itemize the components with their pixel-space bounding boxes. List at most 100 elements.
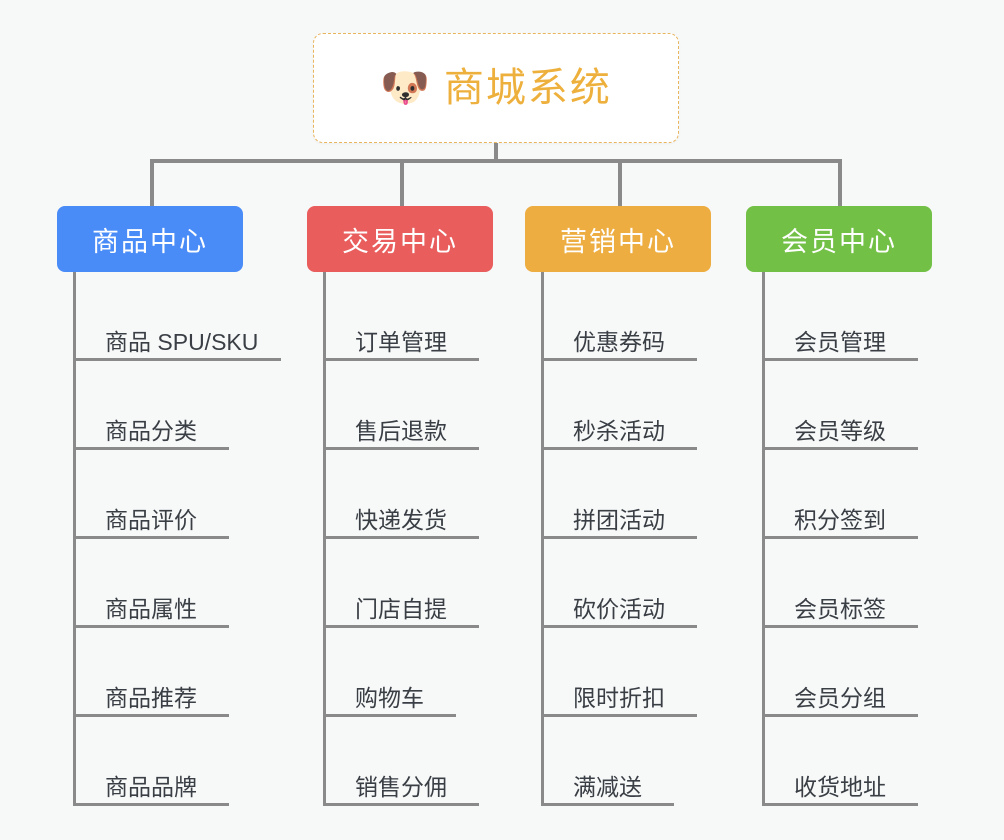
category-label: 商品中心 bbox=[92, 226, 208, 257]
leaf-item[interactable]: 会员分组 bbox=[762, 628, 932, 717]
leaf-underline bbox=[541, 625, 697, 628]
leaf-label: 砍价活动 bbox=[573, 595, 665, 622]
leaf-underline bbox=[73, 358, 281, 361]
leaf-underline bbox=[762, 358, 918, 361]
leaf-item[interactable]: 砍价活动 bbox=[541, 539, 711, 628]
leaf-item[interactable]: 商品品牌 bbox=[73, 717, 258, 806]
leaf-underline bbox=[541, 536, 697, 539]
leaf-label: 销售分佣 bbox=[355, 773, 447, 800]
leaf-item[interactable]: 会员标签 bbox=[762, 539, 932, 628]
leaf-underline bbox=[323, 714, 456, 717]
root-title: 商城系统 bbox=[443, 66, 612, 110]
leaf-label: 门店自提 bbox=[355, 595, 447, 622]
leaf-label: 快递发货 bbox=[355, 506, 447, 533]
leaf-underline bbox=[323, 447, 479, 450]
leaf-label: 会员等级 bbox=[794, 417, 886, 444]
leaf-underline bbox=[73, 625, 229, 628]
leaf-underline bbox=[762, 447, 918, 450]
leaf-item[interactable]: 商品推荐 bbox=[73, 628, 258, 717]
leaf-label: 售后退款 bbox=[355, 417, 447, 444]
leaf-item[interactable]: 快递发货 bbox=[323, 450, 493, 539]
leaf-tree-product-center: 商品 SPU/SKU 商品分类 商品评价 商品属性 商品推荐 商品品牌 bbox=[73, 272, 281, 806]
leaf-item[interactable]: 商品属性 bbox=[73, 539, 258, 628]
leaf-underline bbox=[323, 358, 479, 361]
leaf-item[interactable]: 售后退款 bbox=[323, 361, 493, 450]
leaf-item[interactable]: 限时折扣 bbox=[541, 628, 711, 717]
leaf-item[interactable]: 会员等级 bbox=[762, 361, 932, 450]
leaf-underline bbox=[73, 714, 229, 717]
leaf-underline bbox=[323, 536, 479, 539]
leaf-label: 拼团活动 bbox=[573, 506, 665, 533]
leaf-tree-marketing-center: 优惠券码 秒杀活动 拼团活动 砍价活动 限时折扣 满减送 bbox=[541, 272, 711, 806]
leaf-label: 商品 SPU/SKU bbox=[105, 328, 259, 355]
tree-spine bbox=[323, 272, 326, 806]
leaf-underline bbox=[762, 803, 918, 806]
leaf-item[interactable]: 门店自提 bbox=[323, 539, 493, 628]
leaf-item[interactable]: 商品 SPU/SKU bbox=[73, 272, 281, 361]
column-trade-center: 交易中心 订单管理 售后退款 快递发货 门店自提 购物车 bbox=[307, 206, 493, 806]
connector-drop-1 bbox=[400, 159, 404, 207]
column-member-center: 会员中心 会员管理 会员等级 积分签到 会员标签 会员分组 bbox=[746, 206, 932, 806]
connector-drop-0 bbox=[150, 159, 154, 207]
leaf-underline bbox=[762, 536, 918, 539]
leaf-label: 订单管理 bbox=[355, 328, 447, 355]
tree-spine bbox=[73, 272, 76, 806]
leaf-label: 购物车 bbox=[355, 684, 424, 711]
leaf-item[interactable]: 拼团活动 bbox=[541, 450, 711, 539]
category-label: 会员中心 bbox=[781, 226, 897, 257]
leaf-item[interactable]: 积分签到 bbox=[762, 450, 932, 539]
leaf-underline bbox=[73, 536, 229, 539]
leaf-label: 满减送 bbox=[573, 773, 642, 800]
leaf-tree-member-center: 会员管理 会员等级 积分签到 会员标签 会员分组 收货地址 bbox=[762, 272, 932, 806]
leaf-underline bbox=[323, 803, 479, 806]
leaf-item[interactable]: 会员管理 bbox=[762, 272, 932, 361]
leaf-item[interactable]: 销售分佣 bbox=[323, 717, 493, 806]
leaf-item[interactable]: 购物车 bbox=[323, 628, 493, 717]
leaf-underline bbox=[541, 714, 697, 717]
dog-face-icon: 🐶 bbox=[380, 66, 430, 110]
leaf-item[interactable]: 秒杀活动 bbox=[541, 361, 711, 450]
leaf-underline bbox=[541, 447, 697, 450]
connector-drop-2 bbox=[618, 159, 622, 207]
category-header-marketing-center[interactable]: 营销中心 bbox=[525, 206, 711, 272]
leaf-tree-trade-center: 订单管理 售后退款 快递发货 门店自提 购物车 销售分佣 bbox=[323, 272, 493, 806]
category-header-trade-center[interactable]: 交易中心 bbox=[307, 206, 493, 272]
leaf-label: 收货地址 bbox=[794, 773, 886, 800]
connector-drop-3 bbox=[838, 159, 842, 207]
leaf-underline bbox=[762, 625, 918, 628]
connector-horizontal-bus bbox=[150, 159, 840, 163]
leaf-label: 商品分类 bbox=[105, 417, 197, 444]
leaf-item[interactable]: 订单管理 bbox=[323, 272, 493, 361]
leaf-label: 商品品牌 bbox=[105, 773, 197, 800]
leaf-underline bbox=[762, 714, 918, 717]
category-label: 营销中心 bbox=[560, 226, 676, 257]
leaf-label: 会员分组 bbox=[794, 684, 886, 711]
leaf-label: 秒杀活动 bbox=[573, 417, 665, 444]
leaf-item[interactable]: 满减送 bbox=[541, 717, 711, 806]
root-node[interactable]: 🐶 商城系统 bbox=[313, 33, 679, 143]
leaf-label: 会员标签 bbox=[794, 595, 886, 622]
category-header-member-center[interactable]: 会员中心 bbox=[746, 206, 932, 272]
column-marketing-center: 营销中心 优惠券码 秒杀活动 拼团活动 砍价活动 限时折扣 bbox=[525, 206, 711, 806]
leaf-underline bbox=[73, 803, 229, 806]
leaf-label: 限时折扣 bbox=[573, 684, 665, 711]
leaf-label: 商品推荐 bbox=[105, 684, 197, 711]
leaf-label: 商品评价 bbox=[105, 506, 197, 533]
leaf-item[interactable]: 商品评价 bbox=[73, 450, 258, 539]
leaf-underline bbox=[323, 625, 479, 628]
tree-spine bbox=[762, 272, 765, 806]
category-header-product-center[interactable]: 商品中心 bbox=[57, 206, 243, 272]
connector-root-stem bbox=[494, 143, 498, 163]
leaf-underline bbox=[73, 447, 229, 450]
leaf-label: 会员管理 bbox=[794, 328, 886, 355]
leaf-label: 商品属性 bbox=[105, 595, 197, 622]
tree-spine bbox=[541, 272, 544, 806]
leaf-item[interactable]: 优惠券码 bbox=[541, 272, 711, 361]
leaf-label: 优惠券码 bbox=[573, 328, 665, 355]
leaf-underline bbox=[541, 358, 697, 361]
leaf-label: 积分签到 bbox=[794, 506, 886, 533]
leaf-item[interactable]: 收货地址 bbox=[762, 717, 932, 806]
leaf-underline bbox=[541, 803, 674, 806]
leaf-item[interactable]: 商品分类 bbox=[73, 361, 258, 450]
